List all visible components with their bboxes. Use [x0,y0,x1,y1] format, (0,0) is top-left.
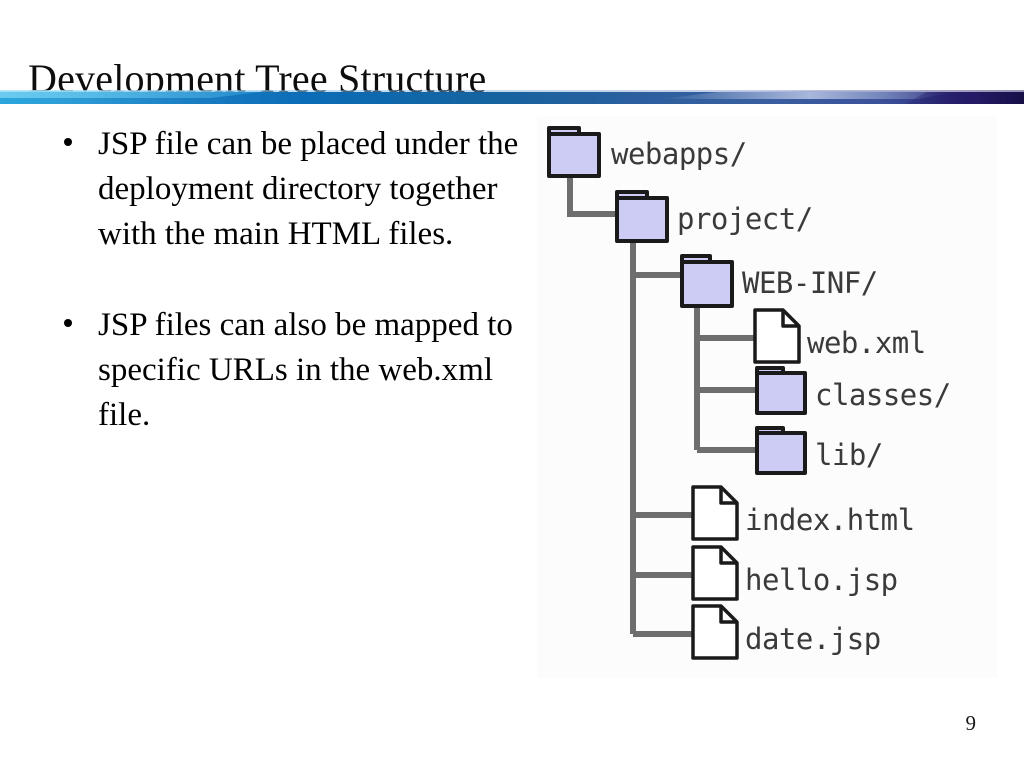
tree-node-hello-jsp[interactable]: hello.jsp [691,545,898,601]
tree-diagram-svg: webapps/ project/ WEB-INF/ web.xml [547,126,951,660]
tree-node-index-html[interactable]: index.html [691,485,915,541]
tree-node-lib[interactable]: lib/ [755,426,883,475]
tree-node-label: lib/ [815,438,883,472]
list-item: JSP file can be placed under the deploym… [46,122,536,257]
tree-node-label: date.jsp [745,622,881,656]
bullet-list: JSP file can be placed under the deploym… [46,122,536,438]
tree-node-classes[interactable]: classes/ [755,366,951,415]
connector-webapps-project [567,176,625,217]
page-number: 9 [965,711,977,735]
tree-node-label: classes/ [815,378,951,412]
development-tree-diagram: webapps/ project/ WEB-INF/ web.xml [537,116,997,678]
file-icon [691,545,739,601]
file-icon [753,308,801,364]
bullet-dot-icon [64,319,72,327]
file-icon [691,485,739,541]
tree-node-project[interactable]: project/ [615,190,813,243]
tree-node-label: project/ [677,202,813,236]
folder-icon [615,190,669,243]
tree-node-label: index.html [745,503,915,537]
tree-node-webapps[interactable]: webapps/ [547,126,747,178]
bullet-dot-icon [64,138,72,146]
bullet-text: JSP file can be placed under the deploym… [98,126,519,252]
folder-icon [547,126,601,178]
title-divider [0,90,1024,106]
file-icon [691,604,739,660]
bullet-text: JSP files can also be mapped to specific… [98,307,513,433]
divider-sheen-left [0,91,270,98]
list-item: JSP files can also be mapped to specific… [46,303,536,438]
divider-sheen-right [660,91,960,99]
tree-node-label: WEB-INF/ [742,266,878,300]
folder-icon [755,426,807,475]
divider-dark-tip [905,92,1024,104]
folder-icon [680,254,734,308]
tree-connectors [567,176,759,637]
tree-node-label: webapps/ [611,137,747,171]
tree-node-web-xml[interactable]: web.xml [753,308,926,364]
tree-node-label: web.xml [807,326,926,360]
tree-node-date-jsp[interactable]: date.jsp [691,604,881,660]
tree-node-web-inf[interactable]: WEB-INF/ [680,254,878,308]
tree-node-label: hello.jsp [745,563,898,597]
divider-hairline [0,90,1024,92]
folder-icon [755,366,807,415]
